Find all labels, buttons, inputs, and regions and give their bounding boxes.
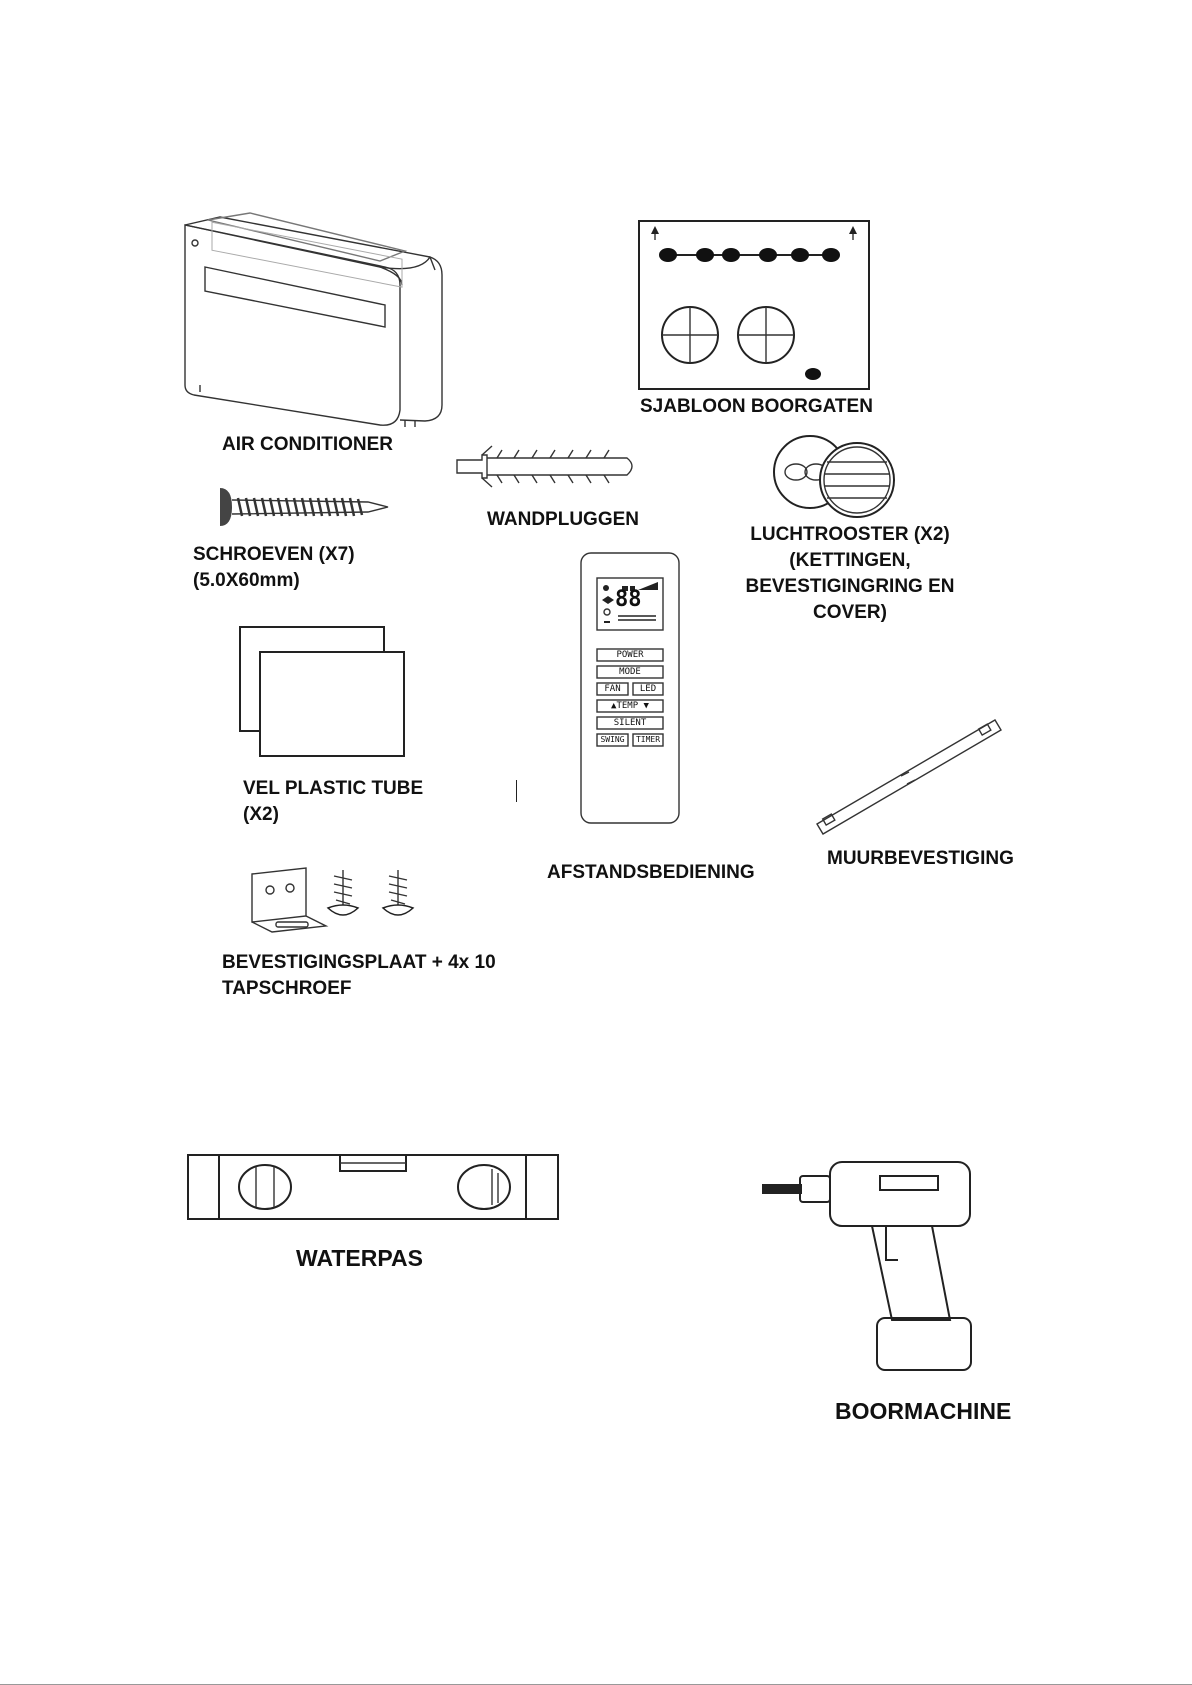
- wall-bracket-label: MUURBEVESTIGING: [827, 846, 1014, 872]
- wall-plugs-label: WANDPLUGGEN: [487, 507, 639, 533]
- temp-button[interactable]: ▲TEMP ▼: [597, 700, 663, 712]
- remote-display-digits: 88: [615, 589, 642, 611]
- screw-illustration: [218, 482, 393, 532]
- led-button[interactable]: LED: [633, 683, 663, 695]
- spirit-level-illustration: [186, 1153, 560, 1221]
- air-grille-label: LUCHTROOSTER (X2) (KETTINGEN, BEVESTIGIN…: [740, 522, 960, 626]
- air-grille-illustration: [772, 432, 897, 522]
- wall-bracket-illustration: [815, 712, 1015, 842]
- mode-button[interactable]: MODE: [597, 666, 663, 678]
- drill-template-label: SJABLOON BOORGATEN: [640, 394, 873, 420]
- drill-illustration: [762, 1160, 980, 1380]
- remote-control: 88 POWER MODE FAN LED ▲TEMP ▼ SILENT SWI…: [580, 552, 680, 824]
- swing-button[interactable]: SWING: [597, 734, 628, 746]
- spirit-level-label: WATERPAS: [296, 1245, 423, 1271]
- wall-plug-illustration: [452, 440, 642, 490]
- silent-button[interactable]: SILENT: [597, 717, 663, 729]
- plastic-sheet-illustration: [238, 625, 408, 760]
- fan-button[interactable]: FAN: [597, 683, 628, 695]
- divider-mark: [516, 780, 517, 802]
- air-conditioner-illustration: [180, 215, 450, 435]
- timer-button[interactable]: TIMER: [633, 734, 663, 746]
- plastic-sheet-label: VEL PLASTIC TUBE (X2): [243, 776, 423, 828]
- remote-label: AFSTANDSBEDIENING: [547, 860, 755, 886]
- power-button[interactable]: POWER: [597, 649, 663, 661]
- drill-label: BOORMACHINE: [835, 1398, 1011, 1424]
- screws-label: SCHROEVEN (X7) (5.0X60mm): [193, 542, 355, 594]
- drill-template-illustration: [638, 220, 870, 390]
- air-conditioner-label: AIR CONDITIONER: [222, 432, 393, 458]
- mounting-plate-illustration: [248, 866, 428, 936]
- mounting-plate-label: BEVESTIGINGSPLAAT + 4x 10 TAPSCHROEF: [222, 950, 496, 1002]
